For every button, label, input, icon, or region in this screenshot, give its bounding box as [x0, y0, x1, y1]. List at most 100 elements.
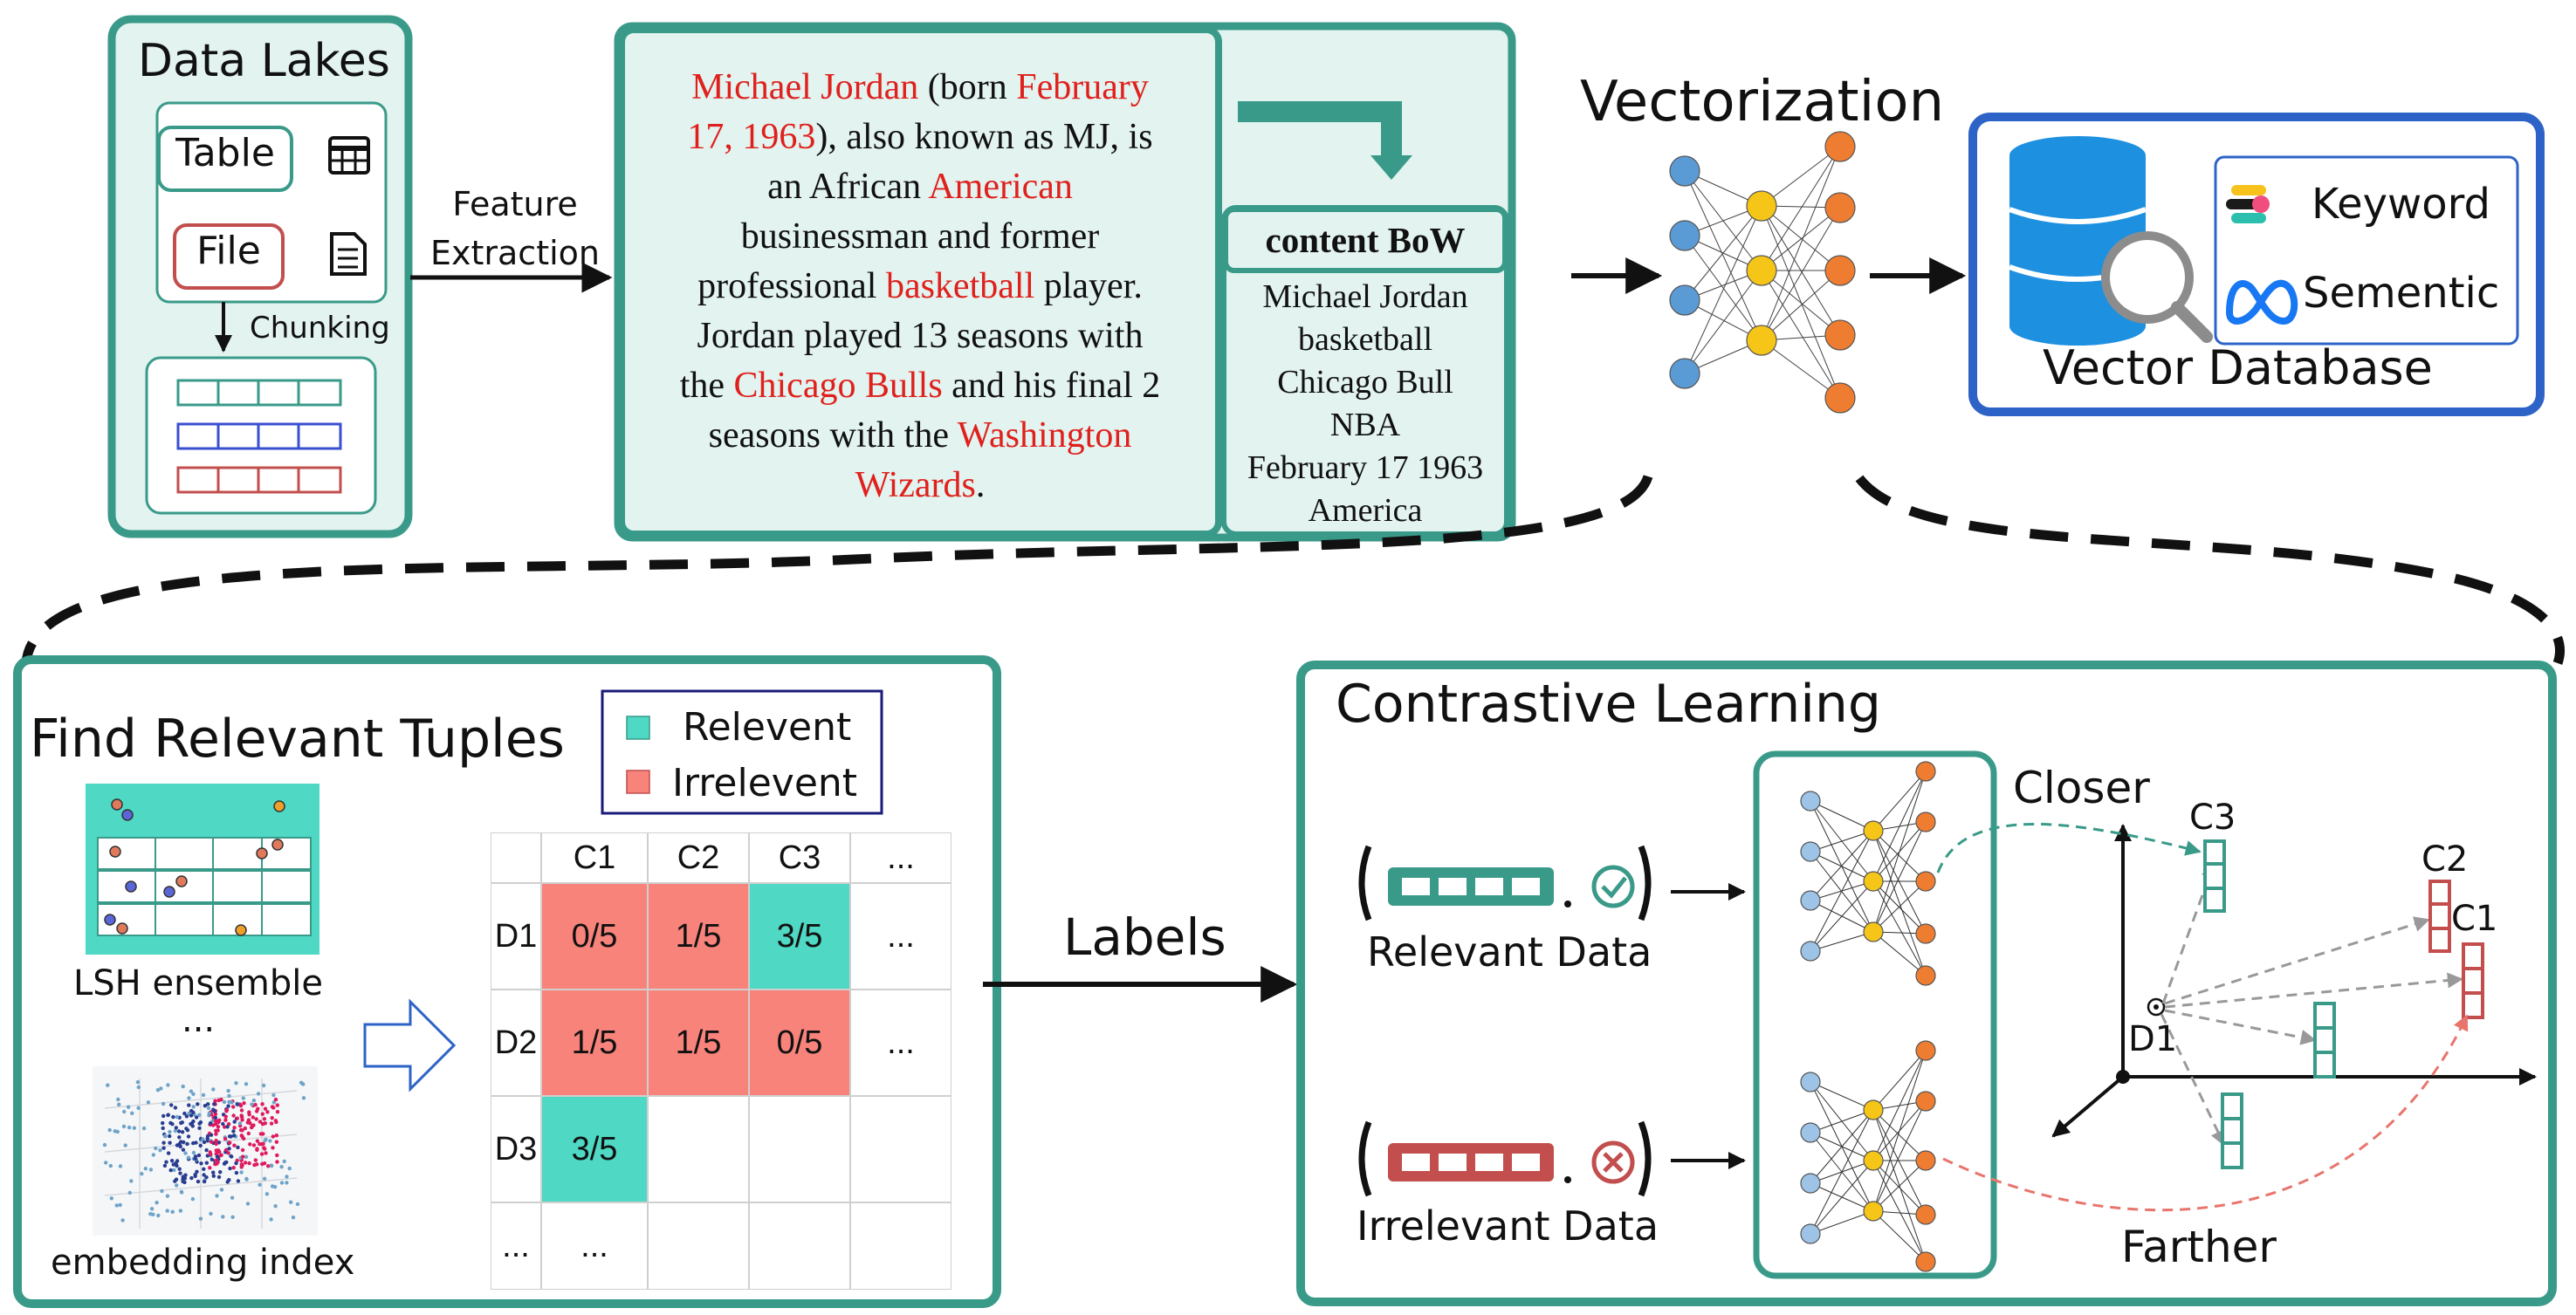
embedding-point — [231, 1105, 236, 1109]
embedding-point — [261, 1083, 266, 1088]
network-edge — [1872, 1160, 1927, 1212]
network-edge — [1872, 880, 1927, 933]
embedding-point — [301, 1082, 306, 1086]
embedding-point — [260, 1112, 264, 1116]
network-node — [1915, 1251, 1936, 1272]
embedding-point — [227, 1147, 231, 1151]
labels-arrow-label: Labels — [1063, 907, 1226, 967]
embedding-point — [250, 1102, 254, 1106]
matrix-cell — [850, 1202, 951, 1290]
matrix-cell: 1/5 — [541, 990, 648, 1096]
embedding-point — [214, 1158, 219, 1163]
document-line: professional basketball player. — [630, 262, 1210, 312]
embedding-point — [151, 1153, 155, 1157]
embedding-point — [241, 1154, 245, 1159]
embedding-point — [223, 1137, 228, 1141]
embedding-point — [102, 1142, 107, 1147]
embedding-point — [285, 1181, 289, 1185]
network-edge — [1810, 931, 1874, 952]
embedding-point — [226, 1104, 230, 1108]
table-icon — [328, 136, 370, 175]
network-edge — [1810, 880, 1874, 952]
document-text-segment: . — [975, 465, 986, 505]
low-vector — [2221, 1092, 2243, 1169]
embedding-point — [165, 1194, 170, 1198]
embedding-point — [197, 1113, 202, 1118]
legend-relevant-swatch — [626, 716, 650, 740]
embedding-point — [240, 1147, 245, 1153]
embedding-point — [264, 1151, 268, 1155]
embedding-point — [231, 1166, 236, 1170]
find-relevant-title: Find Relevant Tuples — [30, 709, 565, 770]
chunks-box — [145, 356, 377, 515]
embedding-point — [275, 1103, 279, 1107]
document-line: Wizards. — [630, 461, 1210, 510]
embedding-point — [143, 1167, 148, 1171]
embedding-point — [191, 1150, 196, 1155]
network-node — [1863, 871, 1884, 892]
matrix-cell — [648, 1096, 749, 1202]
embedding-point — [198, 1143, 203, 1148]
embedding-point — [182, 1111, 187, 1116]
embedding-point — [270, 1184, 275, 1188]
embedding-point — [244, 1176, 249, 1181]
embedding-point — [195, 1169, 199, 1175]
embedding-point — [225, 1180, 230, 1184]
feature-extraction-line2: Extraction — [430, 234, 600, 272]
embedding-point — [231, 1129, 236, 1134]
contrastive-title: Contrastive Learning — [1336, 674, 1882, 735]
embedding-point — [228, 1140, 232, 1145]
embedding-point — [159, 1086, 163, 1091]
embedding-point — [279, 1181, 285, 1185]
matrix-cell: ... — [541, 1202, 648, 1290]
embedding-point — [177, 1167, 182, 1171]
embedding-point — [263, 1138, 267, 1143]
network-node — [1824, 192, 1856, 223]
embedding-point — [217, 1118, 222, 1123]
magnifier-icon — [2101, 231, 2213, 343]
document-text-segment: ), also known as MJ, is — [815, 117, 1153, 157]
matrix-row-header: D3 — [491, 1096, 541, 1202]
embedding-point — [260, 1121, 265, 1127]
embedding-point — [258, 1132, 264, 1136]
document-text-segment: seasons with the — [708, 415, 958, 455]
embedding-point — [261, 1141, 265, 1147]
network-edge — [1684, 170, 1762, 341]
embedding-point — [181, 1179, 185, 1184]
dashed-connector-left — [21, 475, 1653, 664]
embedding-point — [254, 1117, 258, 1121]
network-node — [1863, 1201, 1884, 1222]
embedding-point — [247, 1161, 251, 1166]
document-text-segment: player. — [1034, 266, 1143, 306]
matrix-cell: 0/5 — [749, 990, 850, 1096]
embedding-point — [185, 1141, 189, 1147]
embedding-point — [197, 1126, 202, 1131]
embedding-point — [223, 1114, 228, 1119]
highlighted-entity: Michael Jordan — [691, 67, 919, 107]
embedding-point — [234, 1081, 238, 1086]
embedding-point — [179, 1189, 184, 1195]
legend-box — [601, 689, 883, 815]
bow-item: Michael Jordan — [1262, 278, 1468, 315]
feature-extraction-line1: Feature — [452, 185, 578, 223]
embedding-point — [215, 1154, 220, 1159]
embedding-point — [270, 1116, 274, 1120]
embedding-point — [186, 1134, 191, 1139]
feature-extraction-label: Feature Extraction — [428, 180, 602, 277]
network-node — [1915, 1040, 1936, 1061]
embedding-point — [213, 1115, 218, 1120]
matrix-cell: 0/5 — [541, 883, 648, 990]
embedding-point — [222, 1161, 227, 1166]
document-line: an African American — [630, 162, 1210, 212]
vector-database-title: Vector Database — [2043, 340, 2433, 395]
embedding-point — [177, 1135, 182, 1140]
embedding-point — [227, 1099, 231, 1105]
embedding-point — [191, 1140, 196, 1146]
embedding-point — [246, 1118, 251, 1122]
embedding-point — [183, 1151, 188, 1155]
network-edge — [1684, 270, 1762, 374]
network-node — [1800, 1223, 1821, 1244]
document-line: businessman and former — [630, 212, 1210, 262]
embedding-point — [193, 1174, 197, 1179]
